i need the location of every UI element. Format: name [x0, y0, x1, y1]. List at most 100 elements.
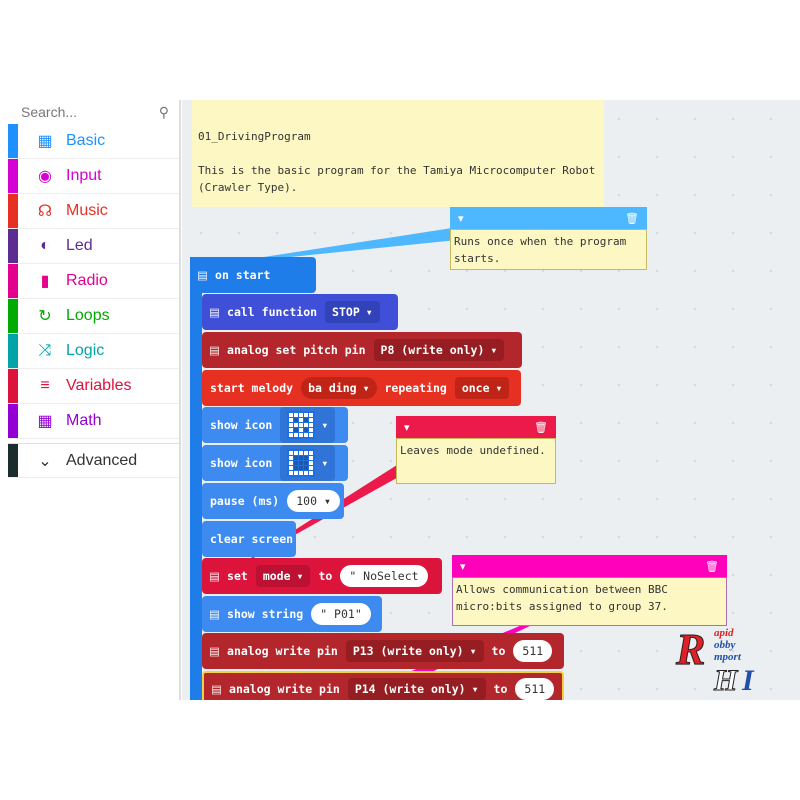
on-start-comment[interactable]: Runs once when the program starts. [450, 229, 647, 270]
category-color-bar [8, 404, 18, 438]
block-label: show icon [210, 456, 273, 470]
category-label: Math [66, 412, 102, 429]
block-label: pause (ms) [210, 494, 280, 508]
category-color-bar [8, 334, 18, 368]
trash-icon[interactable]: 🗑 [705, 560, 719, 573]
start-melody-block[interactable]: start melody ba ding▾ repeating once▾ [202, 370, 521, 406]
category-color-bar [8, 264, 18, 298]
dropdown-value: ba ding [308, 381, 357, 395]
search-icon[interactable]: ⚲ [158, 103, 169, 120]
comment-icon[interactable]: ▤ [210, 642, 220, 660]
comment-icon[interactable]: ▤ [198, 266, 208, 284]
category-logic[interactable]: ⤨ Logic [8, 334, 179, 369]
comment-icon[interactable]: ▤ [210, 341, 220, 359]
clear-screen-block[interactable]: clear screen [202, 521, 296, 557]
dropdown-value: once [461, 381, 490, 395]
search-input[interactable]: Search... [21, 104, 78, 120]
pin-dropdown[interactable]: P8 (write only)▾ [373, 339, 505, 361]
block-label: set [227, 569, 248, 583]
led-icon-preview [287, 449, 316, 477]
repeat-dropdown[interactable]: once▾ [454, 377, 510, 399]
block-label: to [491, 644, 506, 658]
grid-icon: ▦ [37, 133, 53, 150]
title-comment[interactable]: 01_DrivingProgram This is the basic prog… [192, 100, 604, 207]
category-radio[interactable]: ▮Radio [8, 264, 179, 299]
block-label: clear screen [210, 532, 294, 546]
category-led[interactable]: ◐Led [8, 229, 179, 264]
value-input[interactable]: 511 [513, 640, 553, 662]
pause-block[interactable]: pause (ms) 100 ▾ [202, 483, 344, 519]
block-label: repeating [384, 381, 447, 395]
pin-dropdown[interactable]: P14 (write only)▾ [347, 678, 486, 700]
category-color-bar [8, 159, 18, 193]
block-label: to [318, 569, 333, 583]
comment-header[interactable]: ▾🗑 [450, 207, 647, 229]
toolbox: Search...⚲ ▦Basic◉Input☊Music◐Led▮Radio↻… [0, 100, 181, 700]
collapse-icon[interactable]: ▾ [458, 212, 464, 225]
value-input[interactable]: 511 [515, 678, 555, 700]
on-start-spine [190, 257, 202, 700]
block-label: to [493, 682, 508, 696]
comment-header[interactable]: ▾🗑 [396, 416, 556, 438]
set-variable-block[interactable]: ▤ set mode▾ to " NoSelect [202, 558, 442, 594]
block-label: show icon [210, 418, 273, 432]
melody-dropdown[interactable]: ba ding▾ [301, 377, 377, 399]
workspace[interactable]: 01_DrivingProgram This is the basic prog… [182, 100, 800, 700]
category-label: Loops [66, 307, 110, 324]
category-label: Led [66, 237, 93, 254]
analog-write-block-selected[interactable]: ▤ analog write pin P14 (write only)▾ to 511 [202, 671, 564, 700]
target-icon: ◉ [38, 168, 52, 185]
rhi-logo: R apid obby mport H I [675, 625, 754, 697]
category-loops[interactable]: ↻ Loops [8, 299, 179, 334]
icon-dropdown[interactable]: ▾ [280, 407, 336, 443]
block-label: analog write pin [229, 682, 340, 696]
category-advanced[interactable]: ⌄Advanced [8, 443, 179, 478]
radio-comment[interactable]: Allows communication between BBC micro:b… [452, 577, 727, 626]
category-label: Radio [66, 272, 108, 289]
variable-dropdown[interactable]: mode▾ [255, 565, 311, 587]
icon-dropdown[interactable]: ▾ [280, 445, 336, 481]
trash-icon[interactable]: 🗑 [625, 212, 639, 225]
value-input[interactable]: " NoSelect [340, 565, 428, 587]
category-color-bar [8, 124, 18, 158]
category-input[interactable]: ◉Input [8, 159, 179, 194]
category-math[interactable]: ▦ Math [8, 404, 179, 439]
shuffle-icon: ⤨ [38, 342, 52, 359]
string-input[interactable]: " P01" [311, 603, 371, 625]
block-label: start melody [210, 381, 294, 395]
mode-comment[interactable]: Leaves mode undefined. [396, 438, 556, 484]
comment-icon[interactable]: ▤ [212, 680, 222, 698]
comment-icon[interactable]: ▤ [210, 303, 220, 321]
pin-dropdown[interactable]: P13 (write only)▾ [345, 640, 484, 662]
dropdown-value: P8 (write only) [380, 343, 485, 357]
show-string-block[interactable]: ▤show string" P01" [202, 596, 382, 632]
show-icon-block[interactable]: show icon ▾ [202, 445, 348, 481]
comment-icon[interactable]: ▤ [210, 605, 220, 623]
category-label: Variables [66, 377, 132, 394]
function-dropdown[interactable]: STOP▾ [325, 301, 380, 323]
category-label: Advanced [66, 451, 138, 469]
headphones-icon: ☊ [37, 203, 53, 220]
category-music[interactable]: ☊Music [8, 194, 179, 229]
category-color-bar [8, 229, 18, 263]
comment-icon[interactable]: ▤ [210, 567, 220, 585]
category-label: Logic [66, 342, 105, 359]
collapse-icon[interactable]: ▾ [404, 421, 410, 434]
block-label: on start [215, 268, 271, 282]
calculator-icon: ▦ [37, 413, 53, 430]
category-basic[interactable]: ▦Basic [8, 124, 179, 159]
category-color-bar [8, 194, 18, 228]
pause-value[interactable]: 100 ▾ [287, 490, 340, 512]
refresh-icon: ↻ [38, 308, 52, 325]
trash-icon[interactable]: 🗑 [534, 421, 548, 434]
dropdown-value: P13 (write only) [352, 644, 464, 658]
show-icon-block[interactable]: show icon ▾ [202, 407, 348, 443]
comment-header[interactable]: ▾🗑 [452, 555, 727, 577]
category-variables[interactable]: ≡Variables [8, 369, 179, 404]
search-box[interactable]: Search... ⚲ [8, 100, 179, 124]
on-start-block[interactable]: ▤ on start [190, 257, 316, 293]
collapse-icon[interactable]: ▾ [460, 560, 466, 573]
